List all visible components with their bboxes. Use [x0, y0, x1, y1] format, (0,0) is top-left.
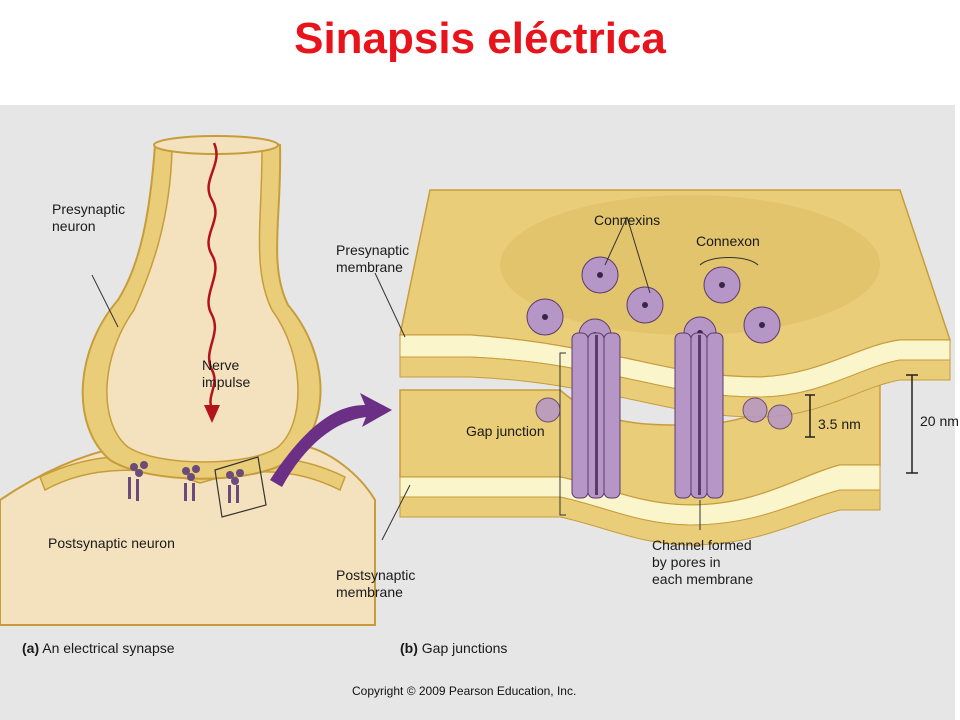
caption-b-text: Gap junctions [417, 640, 508, 656]
pointer-postsynaptic-membrane [381, 484, 411, 541]
label-presynaptic-membrane: Presynaptic membrane [336, 242, 409, 276]
label-presynaptic-neuron-line1: Presynaptic [52, 201, 126, 217]
gap-junction-clusters-a [128, 461, 244, 503]
caption-b-letter: (b) [400, 640, 418, 656]
pointer-connexins-1 [604, 216, 628, 266]
label-nerve-impulse-line2: impulse [202, 374, 251, 390]
caption-a-letter: (a) [22, 640, 40, 656]
label-nerve-impulse-line1: Nerve [202, 357, 240, 373]
panel-a-electrical-synapse [0, 135, 376, 626]
label-20nm: 20 nm [920, 413, 959, 429]
connexon-pores [542, 272, 765, 338]
slide-title: Sinapsis eléctrica [294, 14, 666, 63]
label-3-5nm: 3.5 nm [818, 416, 861, 432]
label-postsynaptic-membrane-line2: membrane [336, 584, 403, 600]
label-postsynaptic-neuron: Postsynaptic neuron [48, 535, 175, 551]
caption-panel-b: (b) Gap junctions [400, 640, 507, 657]
presynaptic-depression [500, 195, 880, 335]
caption-a-text: An electrical synapse [39, 640, 175, 656]
panel-b-gap-junctions [374, 189, 952, 546]
postsynaptic-bilayer-tan [399, 489, 881, 546]
pointer-presynaptic-neuron [91, 274, 119, 328]
magnify-arrow [270, 393, 392, 487]
label-channel-line2: by pores in [652, 554, 721, 570]
nerve-impulse-wave [207, 142, 218, 411]
figure-illustration [0, 105, 955, 720]
label-presynaptic-membrane-line1: Presynaptic [336, 242, 410, 258]
label-presynaptic-neuron: Presynaptic neuron [52, 201, 125, 235]
label-channel: Channel formed by pores in each membrane [652, 537, 753, 588]
label-nerve-impulse: Nerve impulse [202, 357, 250, 391]
electrical-synapse-figure: Presynaptic neuron Nerve impulse Postsyn… [0, 105, 960, 720]
dimension-3-5nm [805, 394, 815, 438]
magnification-box [214, 456, 267, 518]
connexon-bracket [699, 257, 759, 266]
presynaptic-neuron-cytoplasm [106, 144, 299, 463]
label-gap-junction: Gap junction [466, 423, 545, 439]
caption-panel-a: (a) An electrical synapse [22, 640, 175, 657]
label-postsynaptic-membrane-line1: Postsynaptic [336, 567, 416, 583]
label-connexon: Connexon [696, 233, 760, 249]
label-channel-line1: Channel formed [652, 537, 752, 553]
label-presynaptic-membrane-line2: membrane [336, 259, 403, 275]
copyright-notice: Copyright © 2009 Pearson Education, Inc. [352, 684, 577, 698]
pointer-connexins-2 [626, 216, 651, 294]
nerve-impulse-arrowhead [204, 405, 220, 423]
label-postsynaptic-membrane: Postsynaptic membrane [336, 567, 415, 601]
gap-level-connexons [535, 397, 793, 430]
label-connexins: Connexins [594, 212, 661, 228]
dimension-20nm [906, 374, 918, 474]
label-channel-line3: each membrane [652, 571, 754, 587]
pointer-presynaptic-membrane [374, 272, 406, 338]
label-presynaptic-neuron-line2: neuron [52, 218, 96, 234]
gap-junction-bracket [559, 352, 566, 516]
channel-pores [595, 335, 701, 495]
